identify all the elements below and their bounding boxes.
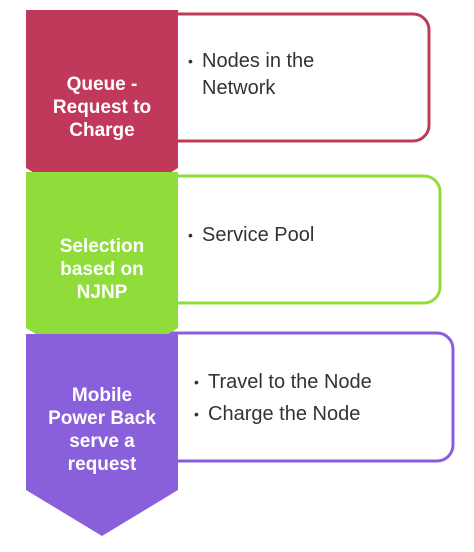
- list-item-text: Nodes in the Network: [202, 50, 315, 99]
- step-3-chevron: [26, 334, 178, 536]
- bullet-icon: •: [194, 374, 199, 390]
- list-item: • Travel to the Node: [194, 366, 372, 398]
- step-2-label-line: NJNP: [76, 282, 128, 303]
- list-item: • Charge the Node: [194, 398, 372, 430]
- step-3-label-line: serve a: [69, 431, 135, 452]
- step-2-list: • Service Pool: [188, 222, 314, 249]
- step-1-label: Queue - Request to Charge: [34, 73, 170, 142]
- step-2-label-line: Selection: [59, 236, 145, 257]
- step-3-list: • Travel to the Node • Charge the Node: [194, 366, 372, 430]
- step-3-label: Mobile Power Back serve a request: [30, 384, 174, 476]
- step-1-label-line: Charge: [69, 120, 135, 141]
- list-item-text: Charge the Node: [208, 403, 361, 425]
- bullet-icon: •: [188, 227, 193, 243]
- list-item: • Service Pool: [188, 222, 314, 249]
- step-1-chevron: [26, 10, 178, 214]
- step-1-label-line: Queue -: [66, 74, 138, 95]
- list-item-text: Travel to the Node: [208, 371, 372, 393]
- step-2-label-line: based on: [60, 259, 144, 280]
- list-item-text: Service Pool: [202, 224, 315, 246]
- step-1-list: • Nodes in the Network: [188, 48, 314, 102]
- step-3-label-line: Mobile: [71, 385, 133, 406]
- step-1-label-line: Request to: [52, 97, 152, 118]
- step-2-chevron: [26, 172, 178, 374]
- step-3-label-line: request: [67, 454, 137, 475]
- step-2-label: Selection based on NJNP: [34, 235, 170, 304]
- bullet-icon: •: [188, 53, 193, 69]
- bullet-icon: •: [194, 406, 199, 422]
- list-item: • Nodes in the Network: [188, 48, 314, 102]
- step-3-label-line: Power Back: [48, 408, 156, 429]
